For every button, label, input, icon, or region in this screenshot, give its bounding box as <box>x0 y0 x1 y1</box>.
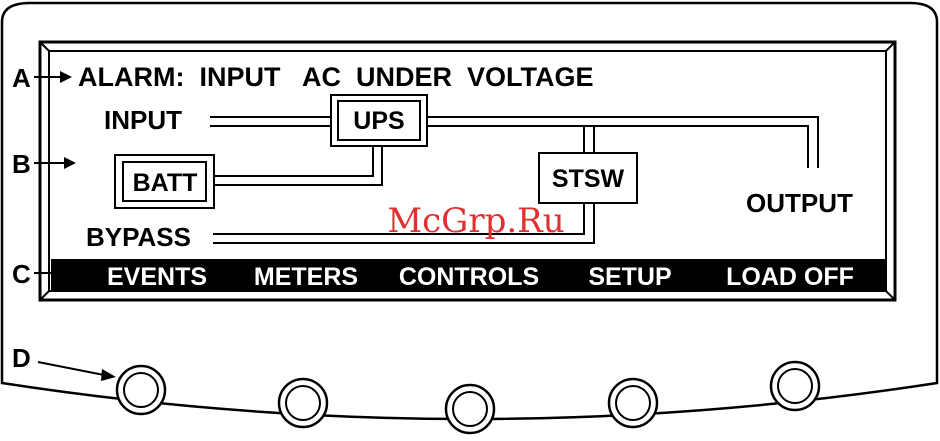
output-label: OUTPUT <box>746 188 853 218</box>
bypass-label: BYPASS <box>86 222 191 252</box>
stsw-box: STSW <box>539 153 637 203</box>
ups-box: UPS <box>331 95 427 146</box>
soft-key-1[interactable] <box>117 366 165 414</box>
callout-b: B <box>12 149 31 179</box>
menu-item-meters[interactable]: METERS <box>254 263 358 291</box>
ups-label: UPS <box>353 107 404 135</box>
stsw-label: STSW <box>552 165 625 193</box>
soft-key-5[interactable] <box>771 362 819 410</box>
callout-d: D <box>12 343 31 373</box>
menu-item-load-off[interactable]: LOAD OFF <box>726 263 854 291</box>
callout-d-arrow <box>38 362 116 381</box>
menu-item-events[interactable]: EVENTS <box>107 263 207 291</box>
panel-housing-outline <box>2 3 937 22</box>
soft-key-3[interactable] <box>446 385 494 433</box>
batt-label: BATT <box>133 169 198 197</box>
batt-box: BATT <box>115 155 214 208</box>
soft-key-4[interactable] <box>609 379 657 427</box>
watermark: McGrp.Ru <box>387 201 564 241</box>
menu-item-setup[interactable]: SETUP <box>588 263 671 291</box>
callout-a: A <box>12 63 31 93</box>
input-label: INPUT <box>104 105 182 135</box>
callout-c: C <box>12 259 31 289</box>
alarm-message: ALARM: INPUT AC UNDER VOLTAGE <box>78 62 593 92</box>
soft-key-2[interactable] <box>279 379 327 427</box>
menu-item-controls[interactable]: CONTROLS <box>399 263 539 291</box>
